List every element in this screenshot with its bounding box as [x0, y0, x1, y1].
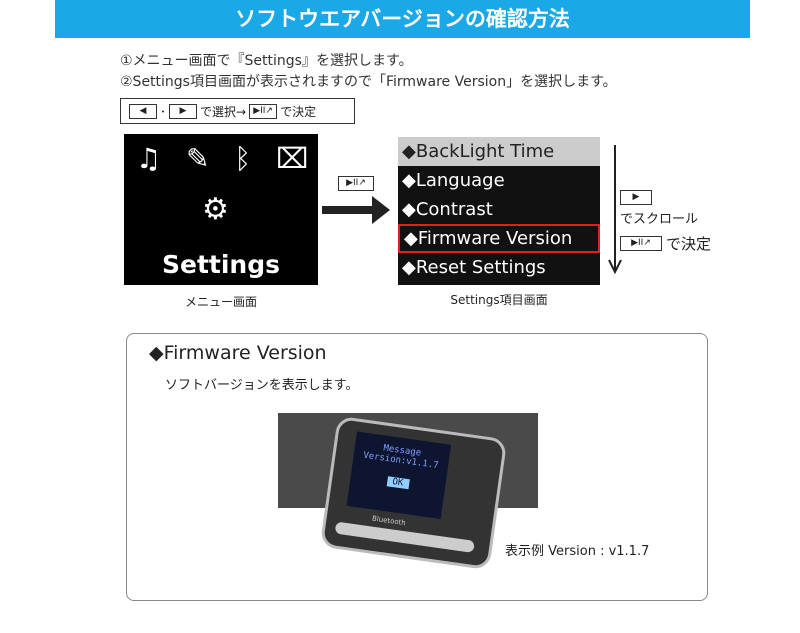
settings-icon: ⚙ — [202, 192, 229, 227]
arrow-right-icon — [322, 196, 390, 224]
left-key-icon: ◀ — [129, 103, 157, 119]
play-call-key-icon: ▶II↗ — [338, 176, 374, 191]
right-key-icon: ▶ — [169, 103, 198, 119]
settings-caption: Settings項目画面 — [450, 293, 548, 307]
key-hint: ◀･ ▶で選択→ ▶II↗で決定 — [120, 98, 355, 124]
example-text: 表示例 Version : v1.1.7 — [505, 544, 650, 559]
sep: ･ — [160, 104, 167, 119]
menu-caption: メニュー画面 — [184, 295, 257, 309]
settings-item-highlighted[interactable]: ◆Firmware Version — [398, 224, 600, 253]
right-key-icon: ▶ — [620, 190, 652, 205]
step-2: ②Settings項目画面が表示されますので「Firmware Version」… — [120, 74, 617, 90]
ok-button: OK — [386, 476, 410, 490]
page-title: ソフトウエアバージョンの確認方法 — [55, 0, 750, 38]
scroll-text: でスクロール — [620, 212, 699, 227]
firmware-panel: ◆Firmware Version ソフトバージョンを表示します。 表示例 Ve… — [126, 333, 708, 601]
step-1: ①メニュー画面で『Settings』を選択します。 — [120, 53, 413, 69]
device-screen: Message Version:v1.1.7 OK — [346, 431, 452, 520]
settings-list: ◆BackLight Time ◆Language ◆Contrast ◆Fir… — [398, 137, 600, 285]
play-call-key-icon: ▶II↗ — [620, 236, 662, 251]
device-body: Message Version:v1.1.7 OK Bluetooth — [319, 415, 508, 571]
play-call-key-icon: ▶II↗ — [249, 103, 278, 119]
menu-icons: ♫ ✎ ᛒ ⌧ — [136, 142, 317, 175]
settings-item[interactable]: ◆Language — [402, 170, 505, 191]
settings-item[interactable]: ◆Reset Settings — [402, 257, 546, 278]
settings-label: Settings — [161, 250, 280, 279]
decide-text: で決定 — [280, 104, 317, 119]
scroll-down-arrow-icon — [608, 145, 622, 275]
device-image: Message Version:v1.1.7 OK Bluetooth — [278, 413, 538, 571]
panel-desc: ソフトバージョンを表示します。 — [165, 378, 359, 393]
select-text: で選択→ — [200, 104, 247, 119]
menu-screen: ♫ ✎ ᛒ ⌧ ⚙ Settings — [124, 134, 318, 285]
settings-item[interactable]: ◆Contrast — [402, 199, 493, 220]
decide-text: で決定 — [666, 235, 712, 253]
brand-label: Bluetooth — [371, 514, 407, 528]
settings-item[interactable]: ◆BackLight Time — [398, 137, 600, 166]
panel-heading: ◆Firmware Version — [149, 342, 327, 364]
